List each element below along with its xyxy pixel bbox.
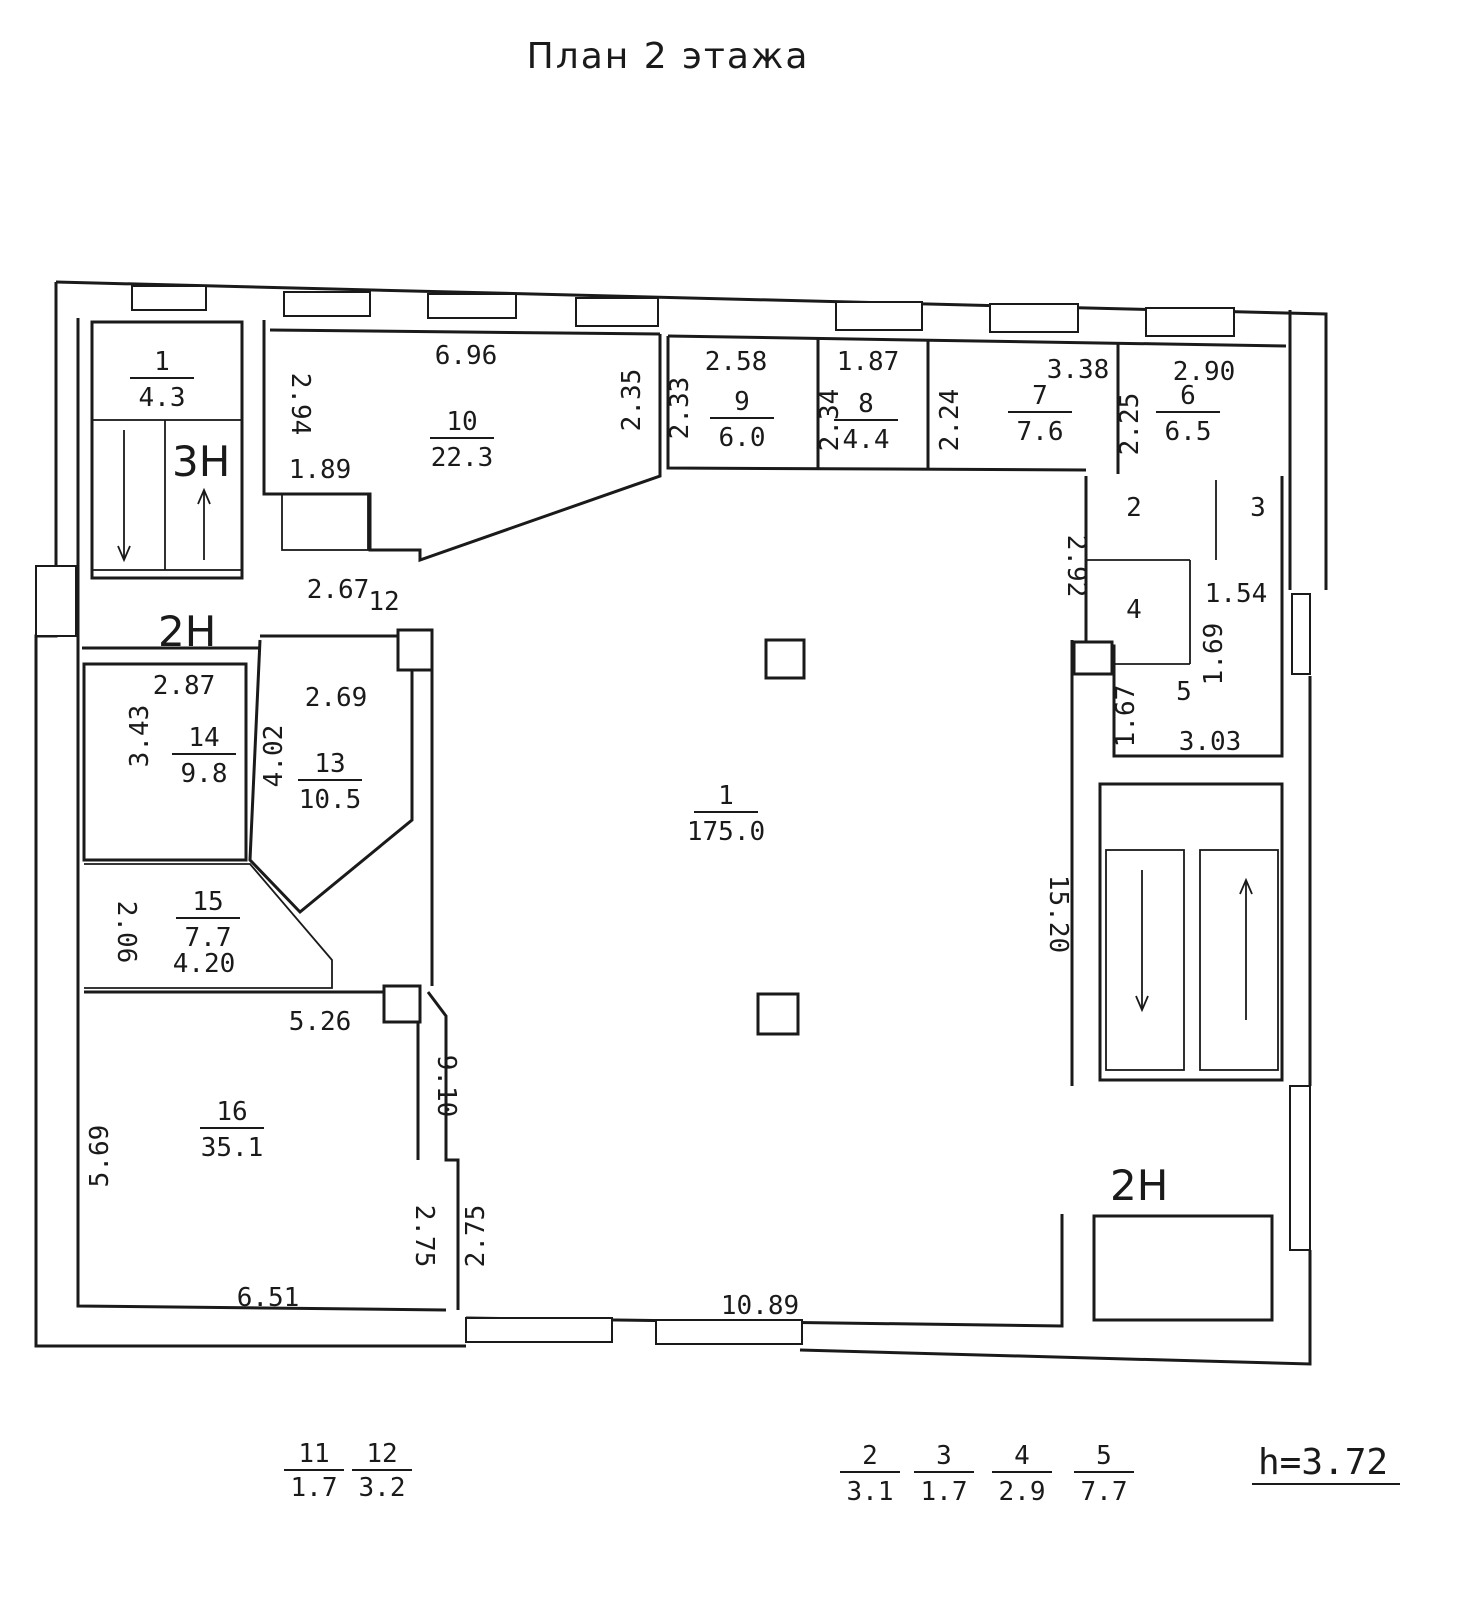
- dimension-label: 5.69: [85, 1125, 115, 1188]
- top-windows: [35, 285, 1311, 1345]
- room-number: 7: [1032, 381, 1048, 411]
- room-number: 3: [1250, 493, 1266, 523]
- legend-room-area: 1.7: [921, 1477, 968, 1507]
- dimension-label: 6.51: [237, 1283, 300, 1313]
- legend-room-area: 1.7: [291, 1473, 338, 1503]
- room-labels: 1 4.3 10 22.3 9 6.0 8 4.4 7 7.6 6 6.5 2 3 4 5 14 9.8 13 10.…: [130, 347, 1266, 1163]
- dimension-label: 2.75: [461, 1205, 491, 1268]
- room-area: 7.6: [1017, 417, 1064, 447]
- dimension-label: 2.58: [705, 347, 768, 377]
- room-number: 16: [216, 1097, 247, 1127]
- room-number: 14: [188, 723, 219, 753]
- room-number: 2: [1126, 493, 1142, 523]
- legend-room-number: 4: [1014, 1441, 1030, 1471]
- room-area: 6.0: [719, 423, 766, 453]
- room-area: 175.0: [687, 817, 765, 847]
- dimension-label: 1.69: [1199, 623, 1229, 686]
- dimension-label: 2.24: [935, 389, 965, 452]
- room-area: 7.7: [185, 923, 232, 953]
- columns: [382, 628, 1114, 1036]
- room-number: 5: [1176, 677, 1192, 707]
- room-area: 4.3: [139, 383, 186, 413]
- dimension-label: 2.06: [111, 901, 141, 964]
- room-area: 4.4: [843, 425, 890, 455]
- legend-room-number: 12: [366, 1439, 397, 1469]
- dimension-label: 1.89: [289, 455, 352, 485]
- legend-room-area: 2.9: [999, 1477, 1046, 1507]
- dimension-label: 2.67: [307, 575, 370, 605]
- outer-walls: [34, 280, 1328, 1366]
- room-number: 13: [314, 749, 345, 779]
- stair-arrows: [117, 430, 1253, 1020]
- stair-label-2n-left: 2Н: [158, 607, 216, 656]
- dimension-label: 1.87: [837, 347, 900, 377]
- dimension-label: 4.02: [259, 725, 289, 788]
- legend-room-area: 7.7: [1081, 1477, 1128, 1507]
- room-number: 15: [192, 887, 223, 917]
- room-area: 35.1: [201, 1133, 264, 1163]
- dimension-label: 2.90: [1173, 357, 1236, 387]
- area-legend: 11 1.7 12 3.2 2 3.1 3 1.7 4 2.9 5 7.7: [284, 1439, 1134, 1507]
- room-number: 1: [718, 781, 734, 811]
- legend-room-area: 3.2: [359, 1473, 406, 1503]
- room-area: 9.8: [181, 759, 228, 789]
- room-number: 4: [1126, 595, 1142, 625]
- room-number: 10: [446, 407, 477, 437]
- dimension-label: 1.54: [1205, 579, 1268, 609]
- legend-room-number: 2: [862, 1441, 878, 1471]
- dimension-label: 3.43: [125, 705, 155, 768]
- dimension-label: 2.87: [153, 671, 216, 701]
- partitions: [82, 320, 1287, 1322]
- room-number: 6: [1180, 381, 1196, 411]
- dimension-label: 6.96: [435, 341, 498, 371]
- legend-room-number: 11: [298, 1439, 329, 1469]
- dimension-label: 9.10: [431, 1055, 461, 1118]
- dimension-label: 15.20: [1043, 875, 1073, 953]
- legend-room-number: 3: [936, 1441, 952, 1471]
- room-number: 9: [734, 387, 750, 417]
- dimension-label: 2.35: [617, 369, 647, 432]
- dimension-label: 1.67: [1111, 685, 1141, 748]
- dimension-label: 2.34: [815, 389, 845, 452]
- room-number: 8: [858, 389, 874, 419]
- stair-label-3n: 3Н: [172, 437, 230, 486]
- dimension-label: 10.89: [721, 1291, 799, 1321]
- legend-room-area: 3.1: [847, 1477, 894, 1507]
- dimension-label: 2.94: [285, 373, 315, 436]
- dimension-label: 3.03: [1179, 727, 1242, 757]
- room-area: 10.5: [299, 785, 362, 815]
- dimension-label: 2.69: [305, 683, 368, 713]
- stair-label-2n-right: 2Н: [1110, 1161, 1168, 1210]
- dimension-label: 3.38: [1047, 355, 1110, 385]
- room-area: 22.3: [431, 443, 494, 473]
- dimension-label: 4.20: [173, 949, 236, 979]
- dimension-label: 2.75: [409, 1205, 439, 1268]
- room-area: 6.5: [1165, 417, 1212, 447]
- room-number: 1: [154, 347, 170, 377]
- plan-title: План 2 этажа: [527, 36, 810, 77]
- dimension-label: 2.25: [1115, 393, 1145, 456]
- legend-room-number: 5: [1096, 1441, 1112, 1471]
- dimension-label: 2.92: [1061, 535, 1091, 598]
- dimension-label: 2.33: [665, 377, 695, 440]
- dimension-label: 5.26: [289, 1007, 352, 1037]
- room-number: 12: [368, 587, 399, 617]
- dimension-labels: 6.96 2.94 1.89 2.35 2.58 2.33 1.87 2.34 3.38 2.24…: [85, 341, 1267, 1321]
- height-note: h=3.72: [1258, 1442, 1388, 1483]
